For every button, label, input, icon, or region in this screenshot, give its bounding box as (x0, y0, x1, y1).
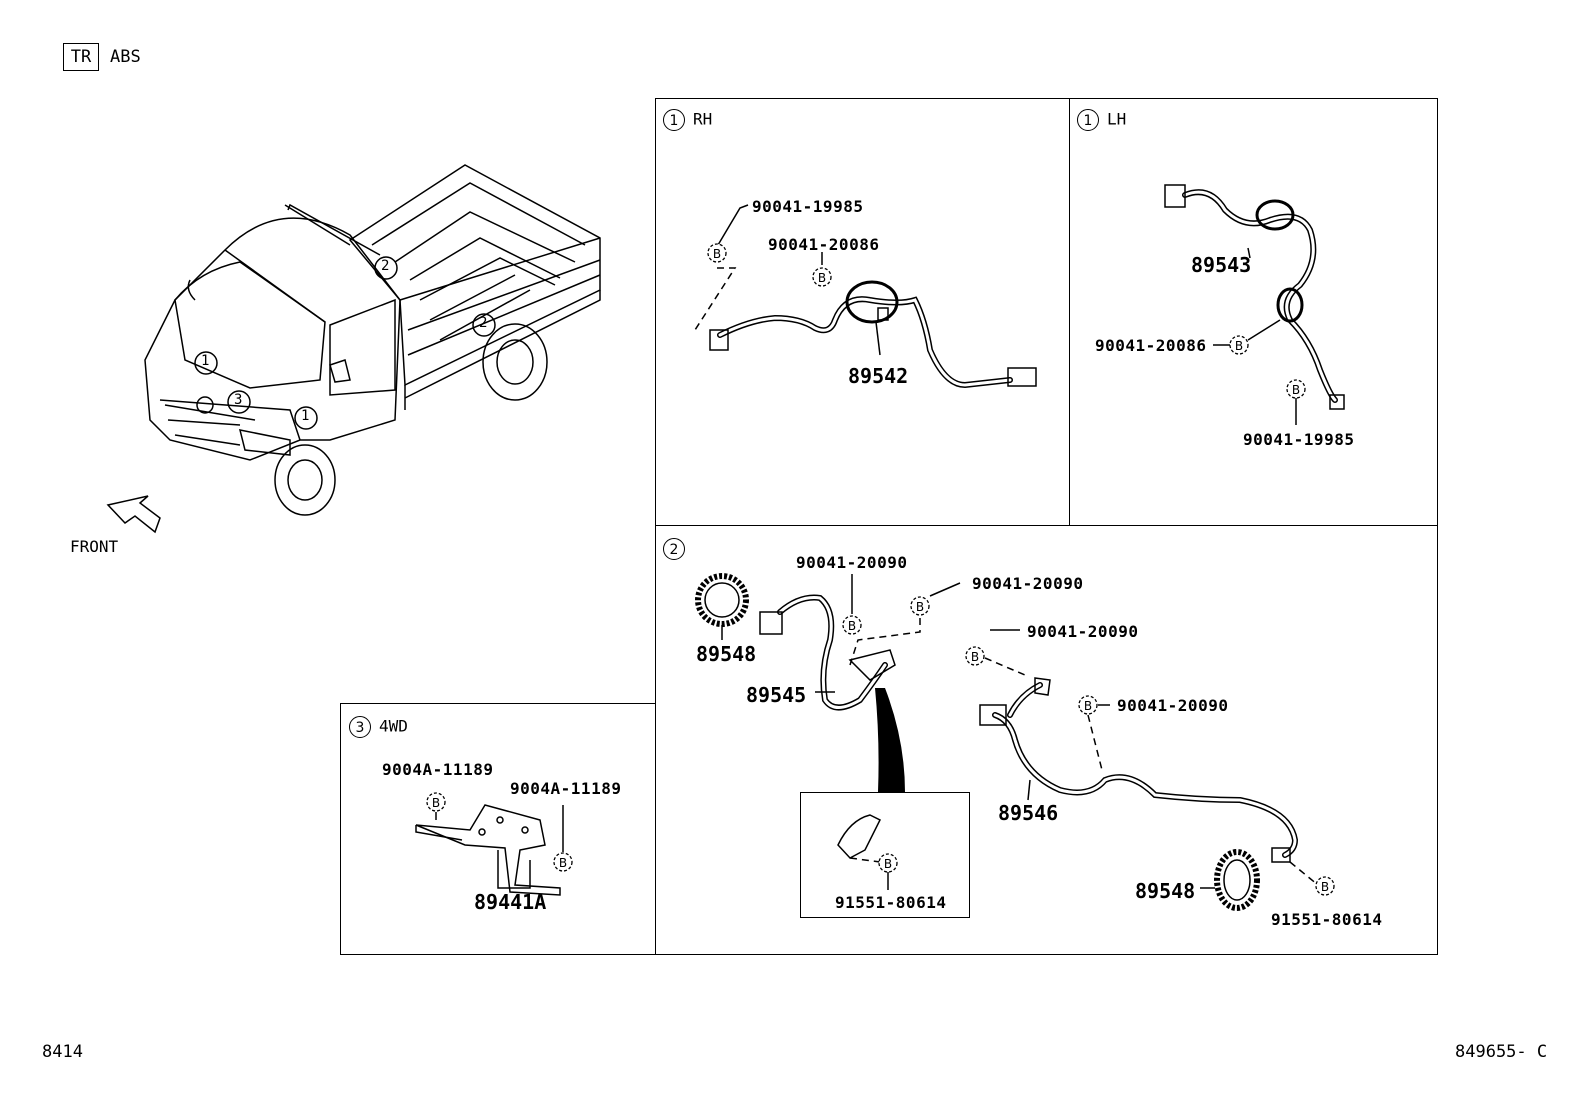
rh-sensor-artwork (694, 204, 1037, 389)
svg-text:B: B (432, 796, 440, 810)
rear-part-89548-b: 89548 (1135, 879, 1196, 903)
footer-right: 849655- C (1455, 1042, 1548, 1062)
inset-detail (800, 792, 970, 918)
rear-part-90041-20090-b: 90041-20090 (972, 574, 1084, 593)
rh-number: 1 (663, 109, 685, 131)
rh-part-90041-20086: 90041-20086 (768, 235, 880, 254)
rh-part-89542: 89542 (848, 364, 909, 388)
svg-text:B: B (1084, 699, 1092, 713)
rear-part-89545: 89545 (746, 683, 807, 707)
truck-callout-1a: 1 (201, 353, 210, 369)
rear-part-89546: 89546 (998, 801, 1059, 825)
truck-callout-3: 3 (234, 392, 243, 408)
rh-side: RH (693, 109, 713, 129)
rear-part-91551-80614: 91551-80614 (1271, 910, 1383, 929)
4wd-part-9004a-11189-b: 9004A-11189 (510, 779, 622, 798)
bolt-markers: B B B B B B B B B B B B (426, 243, 1335, 896)
4wd-header: 3 4WD (349, 716, 408, 738)
rear-part-90041-20090-d: 90041-20090 (1117, 696, 1229, 715)
rh-header: 1 RH (663, 109, 712, 131)
rh-part-90041-19985: 90041-19985 (752, 197, 864, 216)
rear-sensor-artwork (695, 573, 1319, 911)
tag-box: TR (63, 43, 99, 71)
system-label: ABS (110, 47, 141, 67)
lh-header: 1 LH (1077, 109, 1126, 131)
lh-sensor-artwork (1164, 184, 1345, 425)
truck-illustration (106, 164, 601, 534)
rear-number: 2 (663, 538, 685, 560)
footer-left: 8414 (42, 1042, 83, 1062)
rear-part-91551-80614-inset: 91551-80614 (835, 893, 947, 912)
svg-text:B: B (848, 619, 856, 633)
svg-text:B: B (1292, 383, 1300, 397)
svg-text:B: B (713, 247, 721, 261)
svg-text:B: B (818, 271, 826, 285)
rear-part-90041-20090-a: 90041-20090 (796, 553, 908, 572)
lh-part-90041-20086: 90041-20086 (1095, 336, 1207, 355)
svg-text:B: B (971, 650, 979, 664)
truck-callout-2b: 2 (479, 315, 488, 331)
svg-text:B: B (1235, 339, 1243, 353)
truck-callout-1b: 1 (301, 408, 310, 424)
4wd-label: 4WD (379, 716, 408, 736)
4wd-part-9004a-11189-a: 9004A-11189 (382, 760, 494, 779)
4wd-number: 3 (349, 716, 371, 738)
svg-text:B: B (1321, 880, 1329, 894)
lh-number: 1 (1077, 109, 1099, 131)
front-label: FRONT (70, 537, 119, 556)
svg-text:B: B (559, 856, 567, 870)
bracket-artwork (415, 804, 564, 896)
lh-side: LH (1107, 109, 1127, 129)
panel-4wd (340, 703, 656, 955)
rear-part-89548-a: 89548 (696, 642, 757, 666)
svg-text:B: B (884, 857, 892, 871)
lh-part-89543: 89543 (1191, 253, 1252, 277)
lh-part-90041-19985: 90041-19985 (1243, 430, 1355, 449)
rear-header: 2 (663, 538, 693, 560)
4wd-part-89441a: 89441A (474, 890, 547, 914)
rear-part-90041-20090-c: 90041-20090 (1027, 622, 1139, 641)
svg-text:B: B (916, 600, 924, 614)
truck-callout-2a: 2 (381, 258, 390, 274)
